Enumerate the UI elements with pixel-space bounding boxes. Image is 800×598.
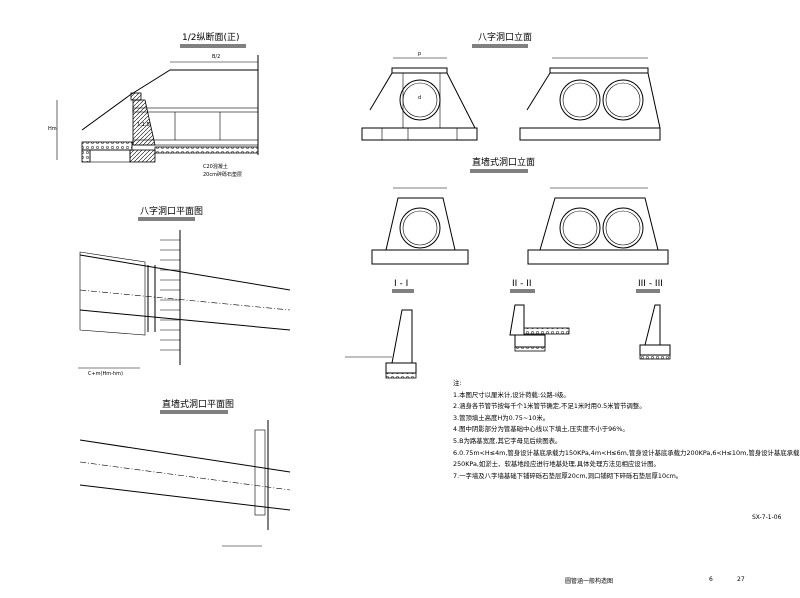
title-wing-elevation: 八字洞口立面 [478, 31, 532, 43]
label-gravel: 20cm碎砾石垫层 [203, 171, 242, 178]
title-section-3: III - III [638, 279, 663, 289]
label-half-width: B/2 [212, 54, 220, 60]
embankment-ticks [160, 239, 180, 351]
note-item: 1.本图尺寸以厘米计,设计荷载:公路-Ⅰ级。 [453, 390, 570, 399]
label-d: d [418, 95, 421, 101]
note-item: 6.0.75m<H≤4m,管身设计基底承载力150KPa,4m<H≤6m,管身设… [453, 448, 800, 457]
drawing-number: SX-7-1-06 [752, 514, 782, 521]
wing-elevation: 八字洞口立面 p d [361, 31, 661, 141]
title-section-1: I - I [394, 279, 408, 289]
drawing-title: 圆管涵一般构造图 [565, 578, 614, 585]
straight-plan: 直墙式洞口平面图 [79, 398, 291, 547]
wing-plan: 八字洞口平面图 C+m(Hm-hm) [78, 205, 291, 377]
title-longitudinal: 1/2纵断面(正) [182, 31, 240, 43]
note-item: 4.图中阴影部分为管基础中心线以下填土,压实度不小于96%。 [453, 425, 629, 434]
note-item: 7.一字墙及八字墙基础下铺碎砾石垫层厚20cm,洞口铺砌下碎砾石垫层厚10cm。 [453, 471, 683, 480]
notes-block: 注: 1.本图尺寸以厘米计,设计荷载:公路-Ⅰ级。 2.涵身各节管节按每千个1米… [453, 378, 800, 482]
label-p: p [418, 51, 421, 57]
title-straight-elevation: 直墙式洞口立面 [472, 156, 535, 168]
label-slope: 1:1.5 [137, 122, 150, 128]
note-item: 3.管顶填土高度H为0.75~10米。 [453, 413, 550, 422]
note-item: 2.涵身各节管节按每千个1米管节确定,不足1米时用0.5米管节调整。 [453, 402, 646, 411]
note-item: 250KPa,如淤土、软基地段应进行地基处理,具体处理方法见相应设计图。 [453, 460, 660, 469]
title-section-2: II - II [512, 279, 532, 289]
page-number: 6 [709, 576, 713, 583]
label-concrete: C20混凝土 [203, 163, 228, 170]
notes-heading: 注: [453, 379, 462, 387]
straight-elevation: 直墙式洞口立面 [371, 156, 669, 265]
longitudinal-section: 1/2纵断面(正) B/2 1:1.5 C20混凝土 20cm碎砾石垫层 Hm [48, 31, 259, 178]
label-plan-dim: C+m(Hm-hm) [88, 371, 123, 377]
note-item: 5.B为路基宽度,其它字母见后续图表。 [453, 436, 562, 445]
sections: I - I II - II III - III [345, 279, 671, 379]
title-wing-plan: 八字洞口平面图 [140, 205, 203, 217]
page-total: 27 [737, 576, 745, 583]
label-hm: Hm [48, 126, 57, 132]
title-straight-plan: 直墙式洞口平面图 [162, 398, 234, 410]
